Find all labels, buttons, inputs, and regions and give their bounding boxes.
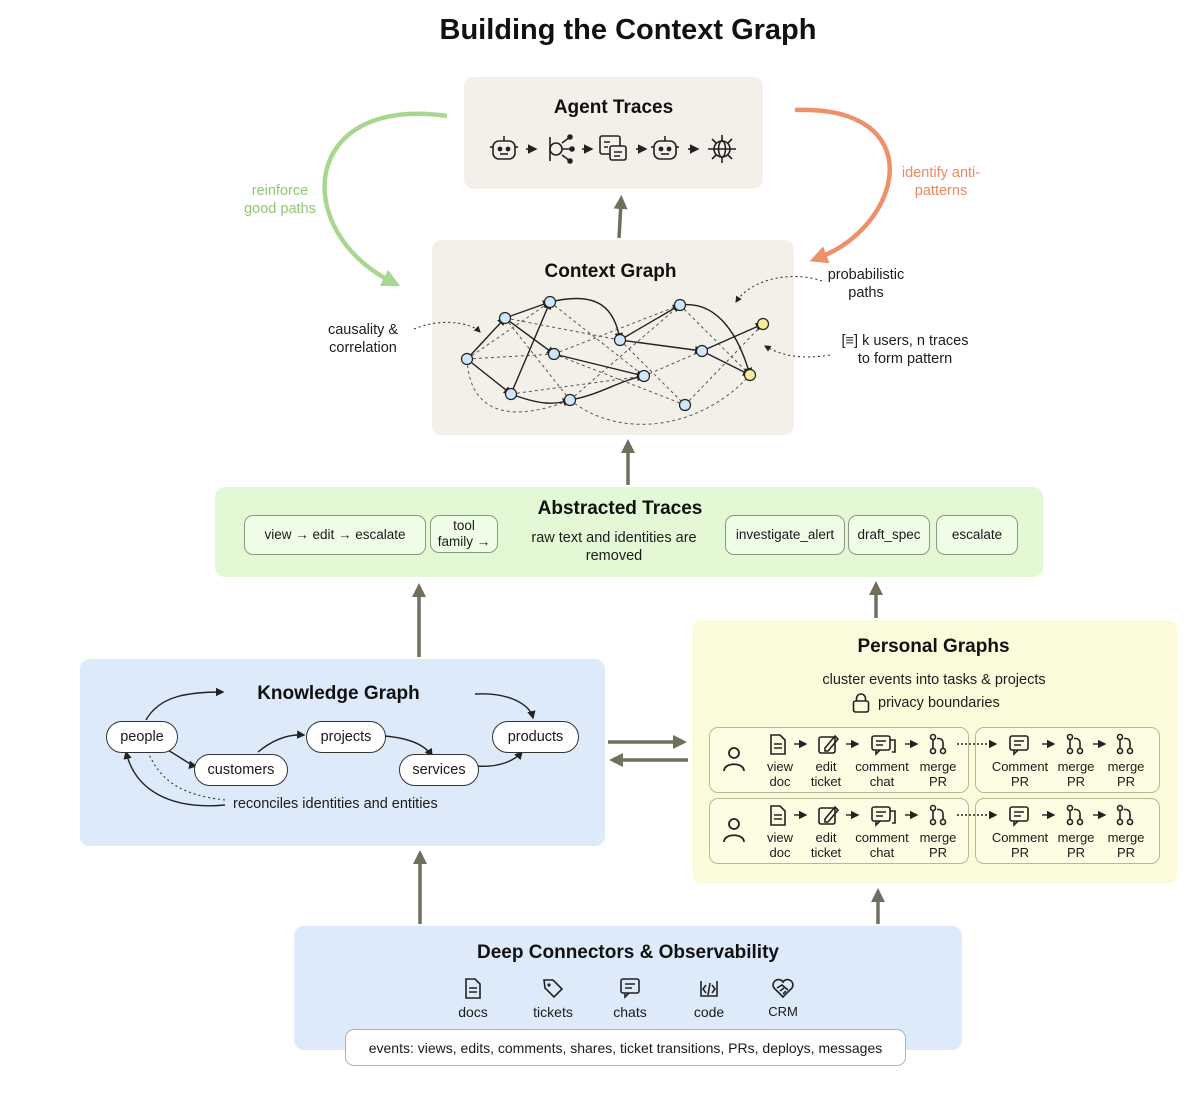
abstracted-traces-title: Abstracted Traces — [537, 498, 703, 519]
agent-trace-sequence — [490, 133, 740, 165]
lock-icon — [852, 693, 870, 713]
network-split-icon — [549, 134, 575, 164]
step-label: Comment PR — [991, 759, 1049, 789]
personal-graphs-title: Personal Graphs — [857, 636, 1010, 657]
edit-icon — [818, 734, 840, 754]
kg-node-projects: projects — [306, 721, 386, 753]
merge-icon — [1116, 804, 1134, 826]
abstracted-traces-panel: Abstracted Traces view → edit → escalate… — [215, 487, 1043, 577]
personal-graphs-subtitle: cluster events into tasks & projects — [822, 672, 1046, 688]
abstraction-note: raw text and identities are removed — [531, 530, 697, 564]
reinforce-arrow — [322, 111, 448, 287]
comment-icon — [1009, 806, 1029, 827]
step-label: comment chat — [855, 830, 909, 860]
k-users-annotation: [≡] k users, n traces to form pattern — [841, 333, 969, 367]
robot-icon — [490, 136, 518, 160]
doc-icon — [770, 805, 786, 826]
privacy-label: privacy boundaries — [878, 695, 1000, 711]
anti-pattern-arrow — [794, 107, 892, 264]
chat-icon — [871, 735, 896, 756]
chat-icon — [871, 806, 896, 827]
knowledge-graph-title: Knowledge Graph — [257, 683, 420, 704]
merge-icon — [1066, 733, 1084, 755]
connectors-title: Deep Connectors & Observability — [477, 942, 779, 963]
merge-icon — [1116, 733, 1134, 755]
agent-traces-panel: Agent Traces — [464, 77, 763, 189]
token-escalate: escalate — [936, 515, 1018, 555]
tool-family-pill: tool family → — [430, 515, 498, 553]
source-label: CRM — [768, 1004, 798, 1019]
personal-task-card — [709, 798, 969, 864]
edit-icon — [818, 805, 840, 825]
step-label: merge PR — [1057, 759, 1095, 789]
source-label: tickets — [533, 1004, 573, 1020]
source-chats: chats — [600, 976, 660, 1020]
comment-icon — [1009, 735, 1029, 756]
doc-icon — [770, 734, 786, 755]
step-label: merge PR — [1057, 830, 1095, 860]
causality-annotation: causality & correlation — [327, 322, 399, 356]
kg-footnote: reconciles identities and entities — [233, 796, 438, 812]
ticket-icon — [543, 979, 564, 999]
source-label: code — [693, 1004, 725, 1020]
handshake-icon — [772, 978, 794, 999]
anti-pattern-label: identify anti-patterns — [901, 165, 981, 199]
events-box: events: views, edits, comments, shares, … — [345, 1029, 906, 1066]
agent-traces-title: Agent Traces — [553, 97, 674, 118]
arrow-context-to-agent — [613, 195, 628, 239]
personal-task-card — [709, 727, 969, 793]
chat-icon — [620, 978, 640, 999]
token-investigate-alert: investigate_alert — [725, 515, 845, 555]
step-label: merge PR — [1107, 759, 1145, 789]
merge-icon — [1066, 804, 1084, 826]
source-code: code — [679, 976, 739, 1020]
kg-node-products: products — [492, 721, 579, 753]
merge-icon — [929, 733, 947, 755]
step-label: merge PR — [1107, 830, 1145, 860]
trace-chain-pill: view → edit → escalate — [244, 515, 426, 555]
step-label: view doc — [766, 759, 793, 789]
step-label: edit ticket — [810, 830, 842, 860]
kg-node-services: services — [399, 754, 479, 786]
source-crm: CRM — [753, 976, 813, 1019]
step-label: view doc — [766, 830, 793, 860]
reinforce-label: reinforce good paths — [244, 183, 316, 217]
chat-code-icon — [599, 135, 627, 161]
page-title: Building the Context Graph — [439, 14, 817, 46]
privacy-row: privacy boundaries — [852, 692, 1052, 714]
row2-icons — [770, 804, 1134, 827]
step-label: comment chat — [855, 759, 909, 789]
step-label: merge PR — [919, 830, 957, 860]
code-icon — [700, 981, 718, 997]
kg-node-people: people — [106, 721, 178, 753]
step-label: Comment PR — [991, 830, 1049, 860]
row1-icons — [770, 733, 1134, 756]
context-graph-title: Context Graph — [544, 261, 677, 282]
merge-icon — [929, 804, 947, 826]
step-label: merge PR — [919, 759, 957, 789]
probabilistic-annotation: probabilistic paths — [827, 267, 905, 301]
doc-icon — [465, 978, 481, 999]
source-label: docs — [458, 1004, 488, 1020]
step-label: edit ticket — [810, 759, 842, 789]
robot-icon — [651, 136, 679, 160]
token-draft-spec: draft_spec — [848, 515, 930, 555]
source-label: chats — [613, 1004, 647, 1020]
source-docs: docs — [443, 976, 503, 1020]
globe-network-icon — [708, 135, 736, 163]
person-icon — [723, 818, 745, 843]
person-icon — [723, 747, 745, 772]
source-tickets: tickets — [523, 976, 583, 1020]
kg-node-customers: customers — [194, 754, 288, 786]
